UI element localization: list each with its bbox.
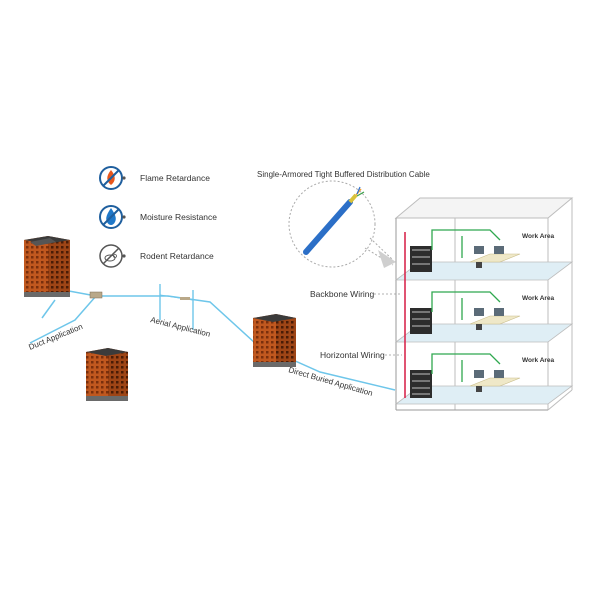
workstations-floor-1 — [469, 246, 521, 268]
cable-title: Single-Armored Tight Buffered Distributi… — [257, 170, 430, 179]
building-left — [24, 236, 70, 297]
moisture-label: Moisture Resistance — [140, 212, 217, 222]
aerial-application-label: Aerial Application — [150, 315, 212, 339]
feature-moisture: Moisture Resistance — [99, 205, 217, 229]
horizontal-wiring-label: Horizontal Wiring — [320, 350, 385, 360]
duct-application-label: Duct Application — [27, 322, 84, 352]
cable-armor — [348, 193, 358, 204]
backbone-wiring-label: Backbone Wiring — [310, 289, 375, 299]
duct-branch — [29, 295, 97, 344]
pointer-arrow — [378, 250, 396, 268]
junction-box — [89, 291, 103, 299]
duct-stub — [41, 299, 56, 319]
office-building: Work Area Work Area Work Area — [394, 197, 574, 411]
roof — [394, 197, 574, 219]
work-area-label-2: Work Area — [522, 295, 555, 302]
workstations-floor-2 — [469, 308, 521, 330]
rack-3 — [410, 370, 432, 398]
aerial-splice — [180, 297, 190, 300]
building-middle-bottom — [86, 348, 128, 401]
cable-magnifier — [288, 180, 396, 268]
rack-2 — [410, 308, 432, 334]
flame-label: Flame Retardance — [140, 173, 210, 183]
horizontal-wiring-lines — [431, 229, 501, 382]
feature-flame: Flame Retardance — [99, 166, 210, 190]
workstations-floor-3 — [469, 370, 521, 392]
cable-routes — [29, 288, 396, 391]
feature-rodent: Rodent Retardance — [99, 244, 214, 268]
cable-jacket — [303, 199, 353, 255]
work-area-label-1: Work Area — [522, 233, 555, 240]
rack-1 — [410, 246, 432, 272]
rodent-icon — [104, 254, 116, 262]
building-center — [253, 314, 296, 367]
rodent-label: Rodent Retardance — [140, 251, 214, 261]
work-area-label-3: Work Area — [522, 357, 555, 364]
